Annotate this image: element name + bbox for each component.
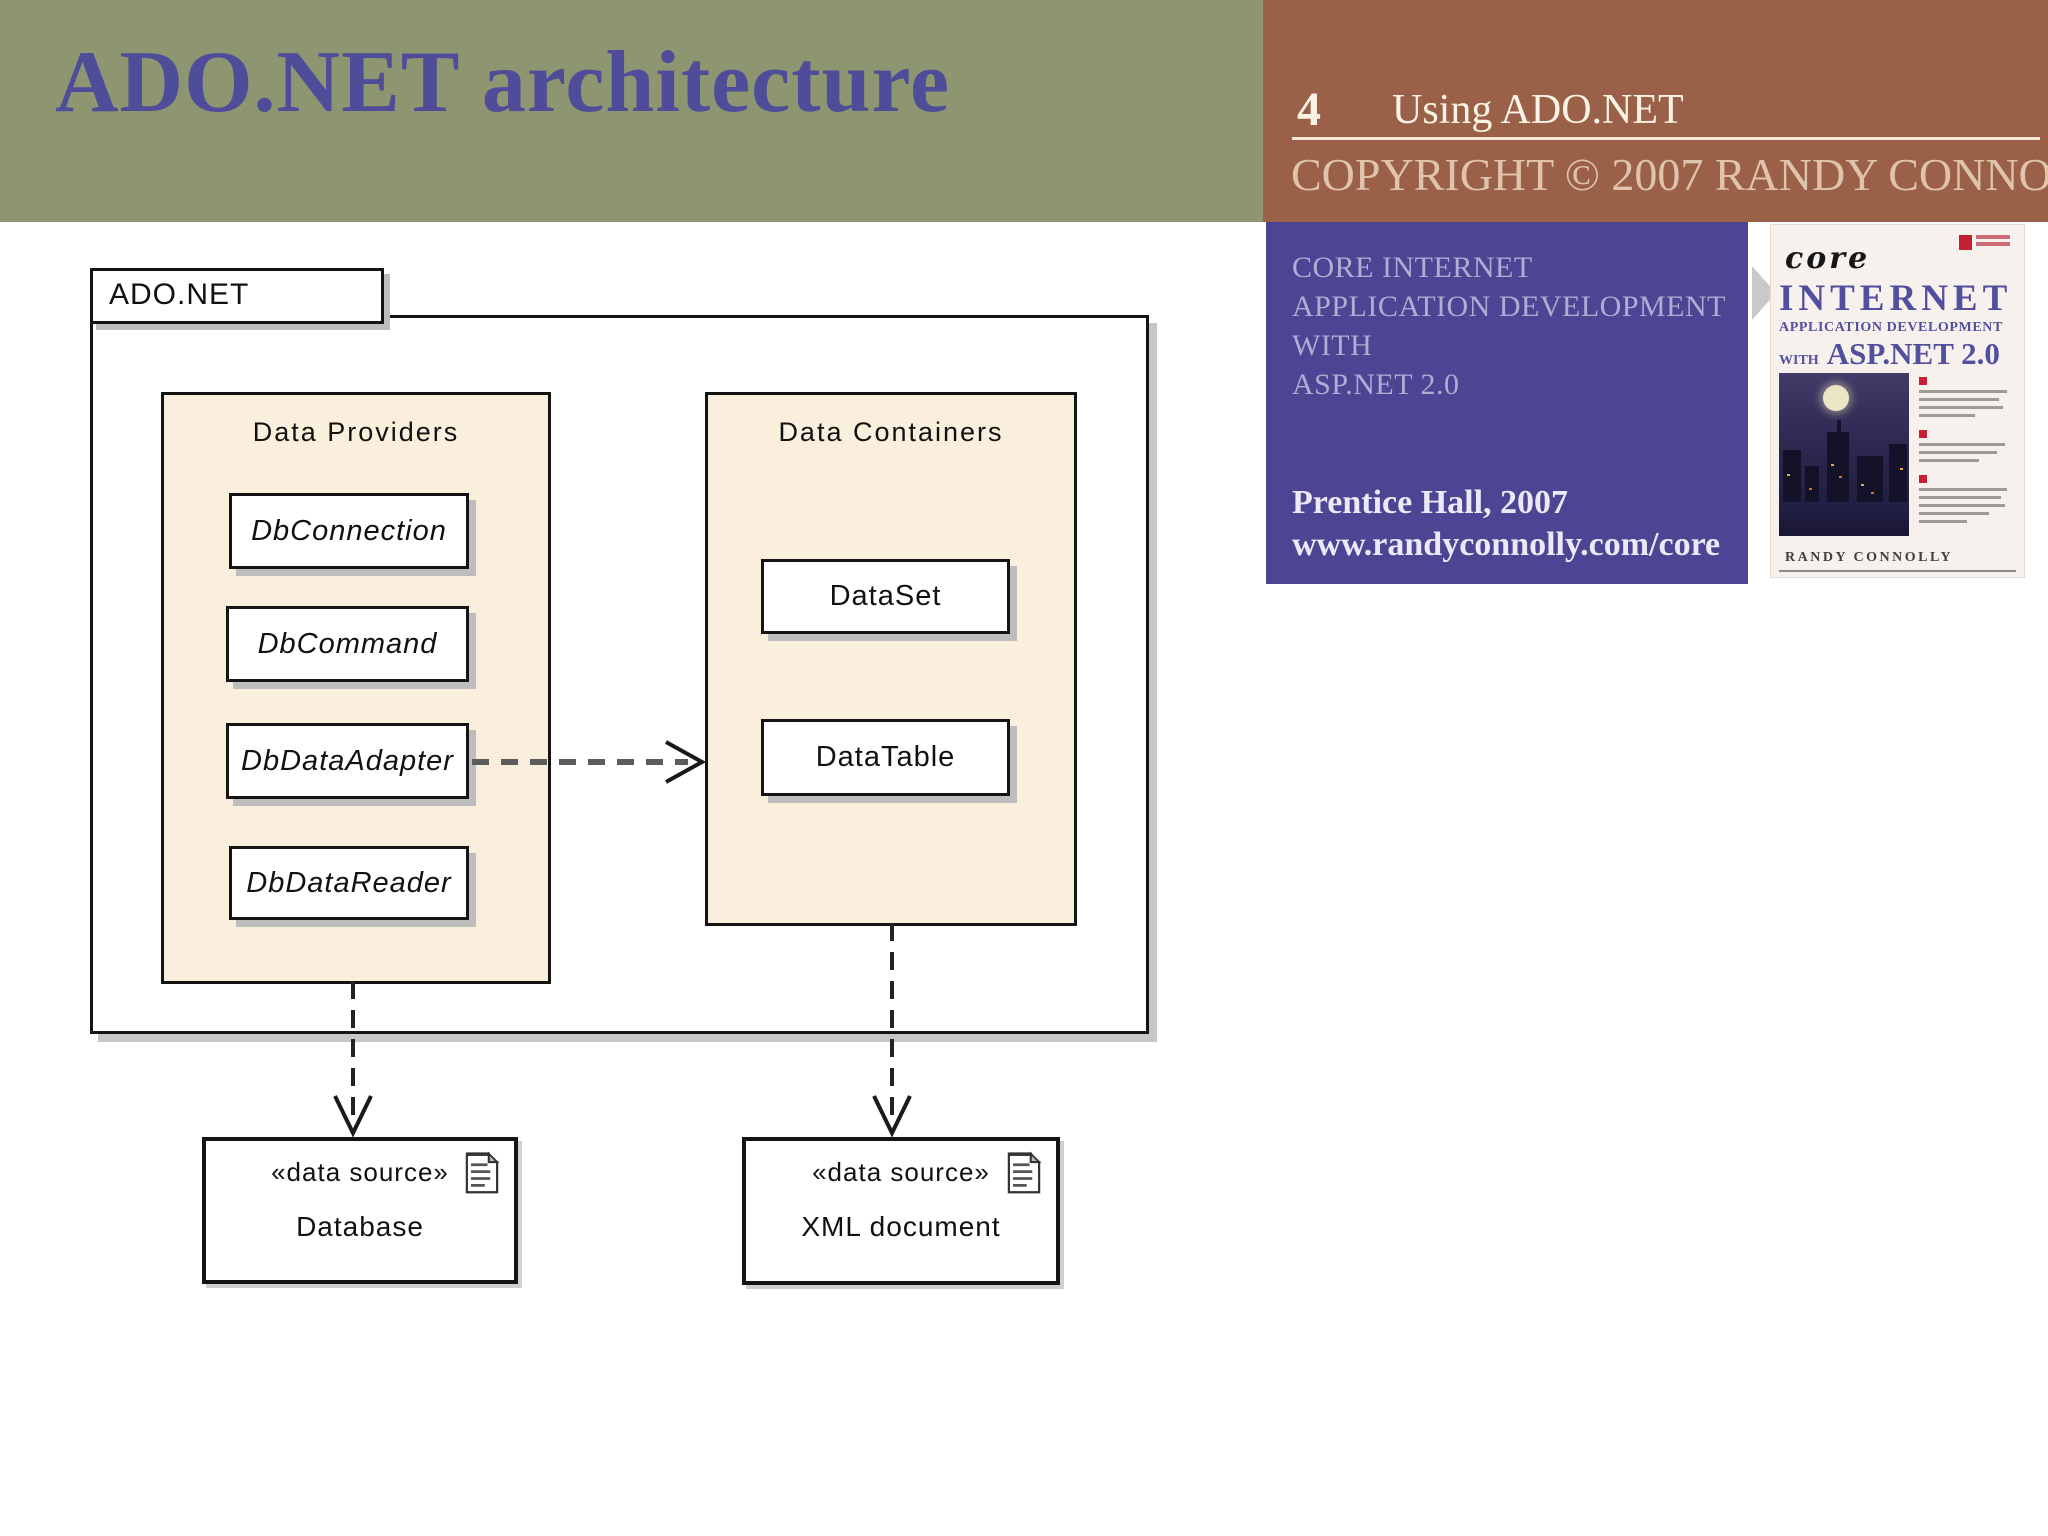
arrowhead-down-icon [333,1095,373,1138]
publisher-logo-text [1976,235,2010,249]
cover-bullet-group [1919,377,2019,417]
publisher-info: Prentice Hall, 2007 www.randyconnolly.co… [1292,482,1720,566]
data-providers-title: Data Providers [252,417,460,447]
cover-bullet-text [1919,377,2019,536]
class-dbdataadapter: DbDataAdapter [226,723,469,799]
cover-bullet-group [1919,475,2019,523]
cover-subtitle: APPLICATION DEVELOPMENT [1779,320,2003,335]
cover-brand: core [1785,241,1871,276]
document-icon [465,1151,500,1194]
cover-edition: ASP.NET 2.0 [1826,336,2000,371]
cover-rule [1779,570,2016,572]
package-label-text: ADO.NET [109,278,250,311]
building [1889,444,1907,506]
cover-with-label: WITH [1779,353,1819,368]
chapter-title: Using ADO.NET [1392,87,1684,133]
window-light [1839,476,1842,478]
book-series-line-3: WITH [1292,329,1373,362]
building [1805,466,1819,506]
publisher-logo-icon [1959,235,2010,250]
slide-title: ADO.NET architecture [55,34,951,131]
website-link[interactable]: www.randyconnolly.com/core [1292,526,1721,563]
book-series-title: CORE INTERNET APPLICATION DEVELOPMENT WI… [1292,248,1726,404]
city-night-photo [1779,373,1909,536]
class-dbdatareader: DbDataReader [229,846,469,920]
database-stereotype: «data source» [271,1157,449,1187]
cover-bullet-group [1919,430,2019,462]
building [1857,456,1883,506]
xml-stereotype: «data source» [812,1157,990,1187]
bullet-icon [1919,377,1927,385]
database-source-node: «data source» Database [202,1137,518,1284]
bullet-icon [1919,430,1927,438]
building [1783,450,1801,506]
document-icon [1007,1151,1042,1194]
book-info-panel: CORE INTERNET APPLICATION DEVELOPMENT WI… [1266,222,1748,584]
cover-edition-row: WITH ASP.NET 2.0 [1779,336,2000,372]
window-light [1831,464,1834,466]
class-dataset: DataSet [761,559,1010,634]
copyright-text: COPYRIGHT © 2007 RANDY CONNOLLY [1291,149,2048,200]
xml-label: XML document [801,1211,1001,1242]
book-series-line-1: CORE INTERNET [1292,251,1533,284]
building [1827,432,1849,506]
database-label: Database [296,1211,424,1242]
window-light [1809,488,1812,490]
publisher-line: Prentice Hall, 2007 [1292,484,1569,521]
water-reflection [1779,502,1909,536]
xml-source-node: «data source» XML document [742,1137,1060,1285]
publisher-logo-mark [1959,235,1972,250]
book-series-line-4: ASP.NET 2.0 [1292,368,1460,401]
moon-icon [1823,385,1849,411]
cover-author: RANDY CONNOLLY [1785,550,1954,565]
cover-title: INTERNET [1779,278,2013,319]
window-light [1900,468,1903,470]
window-light [1861,484,1864,486]
data-containers-group: Data Containers DataSet DataTable [705,392,1077,926]
book-cover: core INTERNET APPLICATION DEVELOPMENT WI… [1770,224,2025,578]
ado-net-package-label: ADO.NET [90,268,384,324]
arrowhead-down-icon [872,1095,912,1138]
data-providers-group: Data Providers DbConnection DbCommand Db… [161,392,551,984]
book-series-line-2: APPLICATION DEVELOPMENT [1292,290,1726,323]
window-light [1787,474,1790,476]
title-band [0,0,1263,222]
class-dbcommand: DbCommand [226,606,469,682]
chapter-rule [1292,137,2040,140]
bullet-icon [1919,475,1927,483]
data-containers-title: Data Containers [778,417,1004,447]
class-dbconnection: DbConnection [229,493,469,569]
class-datatable: DataTable [761,719,1010,796]
chapter-band [1263,0,2048,222]
chapter-number: 4 [1297,83,1321,136]
window-light [1871,492,1874,494]
building-spire [1837,420,1841,436]
